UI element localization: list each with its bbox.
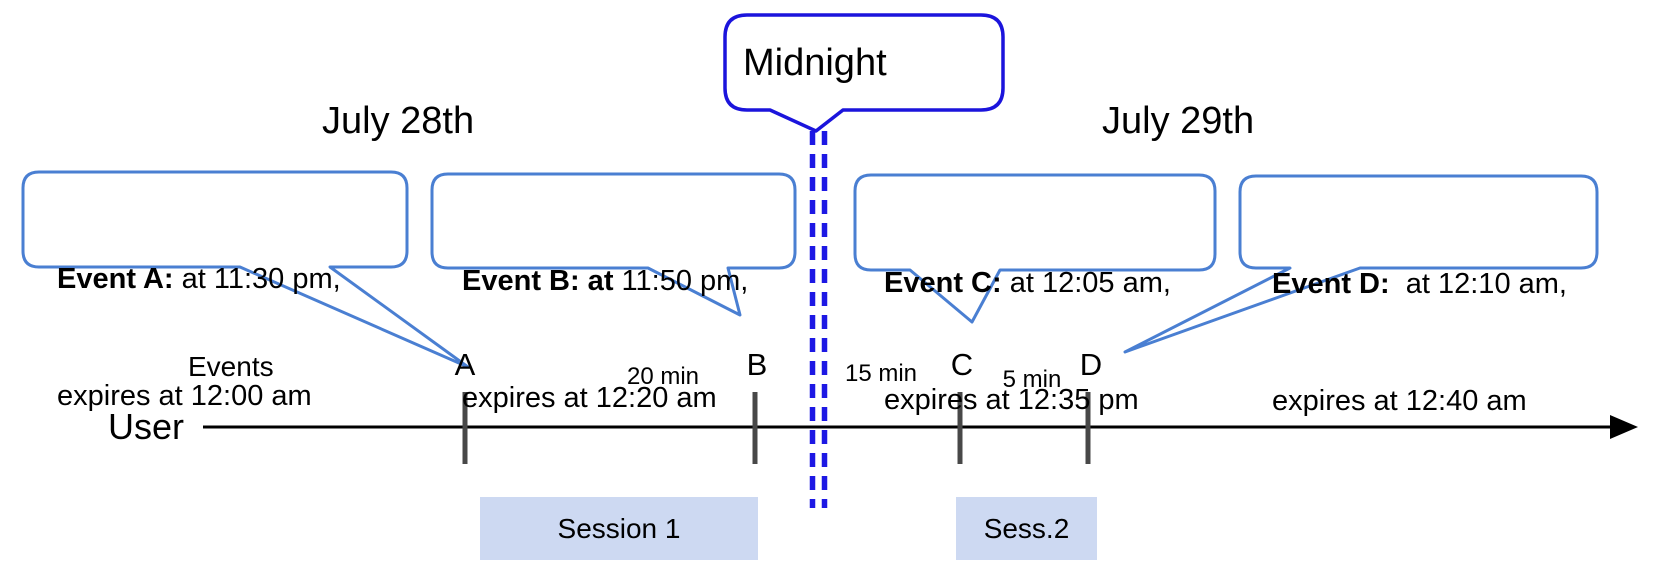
session-1-box: Session 1: [480, 497, 758, 560]
event-b-line1: Event B: at 11:50 pm,: [462, 265, 749, 297]
event-a-callout-shape: [21, 170, 470, 369]
midnight-callout-shape: [723, 13, 1005, 133]
interval-label-15min: 15 min: [844, 360, 918, 387]
session-2-label: Sess.2: [983, 512, 1070, 544]
tick-label-d: D: [1079, 347, 1103, 382]
event-a-line1: Event A: at 11:30 pm,: [57, 263, 341, 295]
date-label-july-28: July 28th: [322, 100, 475, 142]
event-d-line2: expires at 12:40 am: [1272, 385, 1527, 417]
timeline-arrowhead-icon: [1610, 415, 1638, 439]
event-a-callout-text: Event A: at 11:30 pm, expires at 12:00 a…: [57, 182, 341, 494]
midnight-callout-label: Midnight: [743, 42, 887, 84]
date-label-july-29: July 29th: [1102, 100, 1255, 142]
session-1-label: Session 1: [557, 512, 681, 544]
tick-label-b: B: [746, 347, 768, 382]
events-row-label: Events: [188, 351, 274, 382]
event-d-callout-shape: [1123, 174, 1599, 354]
event-b-callout-text: Event B: at 11:50 pm, expires at 12:20 a…: [462, 184, 748, 496]
event-c-line1: Event C: at 12:05 am,: [884, 267, 1171, 299]
event-b-line2: expires at 12:20 am: [462, 382, 717, 414]
interval-label-5min: 5 min: [1002, 366, 1062, 393]
user-row-label: User: [108, 406, 185, 447]
session-2-box: Sess.2: [956, 497, 1097, 560]
event-d-line1: Event D: at 12:10 am,: [1272, 268, 1567, 300]
event-d-callout-text: Event D: at 12:10 am, expires at 12:40 a…: [1272, 187, 1567, 499]
tick-label-a: A: [454, 347, 476, 382]
event-c-callout-shape: [853, 173, 1217, 324]
interval-label-20min: 20 min: [626, 363, 700, 390]
event-a-line2: expires at 12:00 am: [57, 380, 312, 412]
event-b-callout-shape: [430, 172, 797, 317]
event-c-line2: expires at 12:35 pm: [884, 384, 1139, 416]
event-c-callout-text: Event C: at 12:05 am, expires at 12:35 p…: [884, 186, 1171, 498]
tick-label-c: C: [950, 347, 974, 382]
